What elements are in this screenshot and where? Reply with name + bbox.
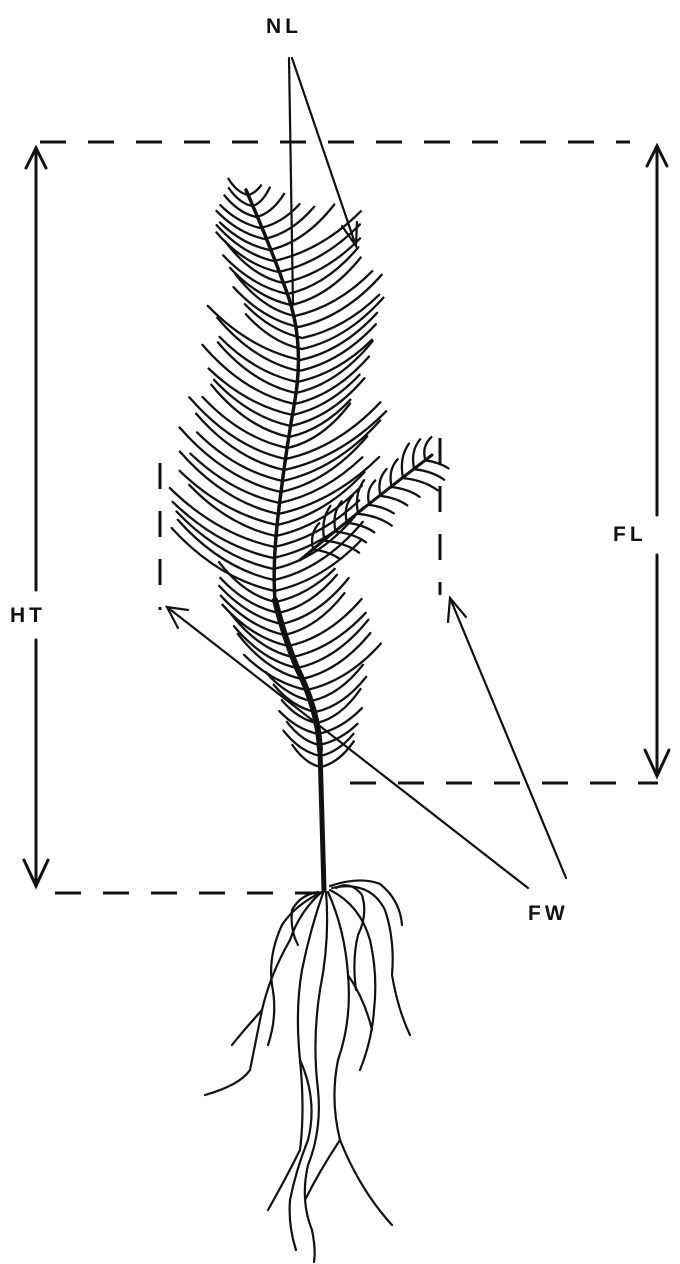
needle-right-2 — [256, 194, 284, 217]
branch-needle-lower-8 — [403, 478, 438, 490]
needle-right-7 — [278, 224, 360, 272]
needle-right-44 — [302, 633, 371, 679]
needle-right-4 — [265, 207, 315, 239]
branch-needle-lower-2 — [336, 532, 366, 543]
branch-needle-lower-5 — [369, 505, 394, 514]
needle-right-51 — [320, 734, 353, 756]
needle-right-8 — [283, 238, 360, 283]
reference-lines — [40, 142, 658, 893]
height-label: HT — [10, 604, 46, 627]
branch-needle-lower-10 — [425, 460, 448, 468]
branch-needle-lower-7 — [392, 487, 420, 497]
foliage-width-label: FW — [528, 902, 569, 925]
needle-right-45 — [307, 644, 381, 690]
needle-right-12 — [299, 275, 382, 327]
needle-right-29 — [278, 457, 379, 514]
branch-needle-lower-9 — [414, 469, 444, 480]
needle-left-20 — [209, 369, 293, 416]
needle-right-11 — [295, 271, 373, 316]
needle-right-48 — [317, 689, 361, 723]
needle-right-3 — [260, 204, 299, 228]
branch-needle-lower-6 — [381, 496, 408, 505]
needle-right-5 — [269, 205, 334, 251]
needle-right-0 — [248, 185, 261, 195]
height-dimension-arrow — [24, 148, 48, 886]
needle-right-47 — [315, 677, 366, 712]
needle-length-label: NL — [266, 15, 302, 38]
branch-needle-lower-4 — [358, 514, 392, 526]
foliage-length-dimension-arrow — [645, 146, 669, 776]
needle-right-40 — [285, 593, 345, 635]
needle-right-1 — [252, 188, 270, 207]
root-system — [205, 880, 410, 1262]
foliage-width-pointers — [167, 598, 566, 888]
foliage-length-label: FL — [613, 523, 647, 546]
